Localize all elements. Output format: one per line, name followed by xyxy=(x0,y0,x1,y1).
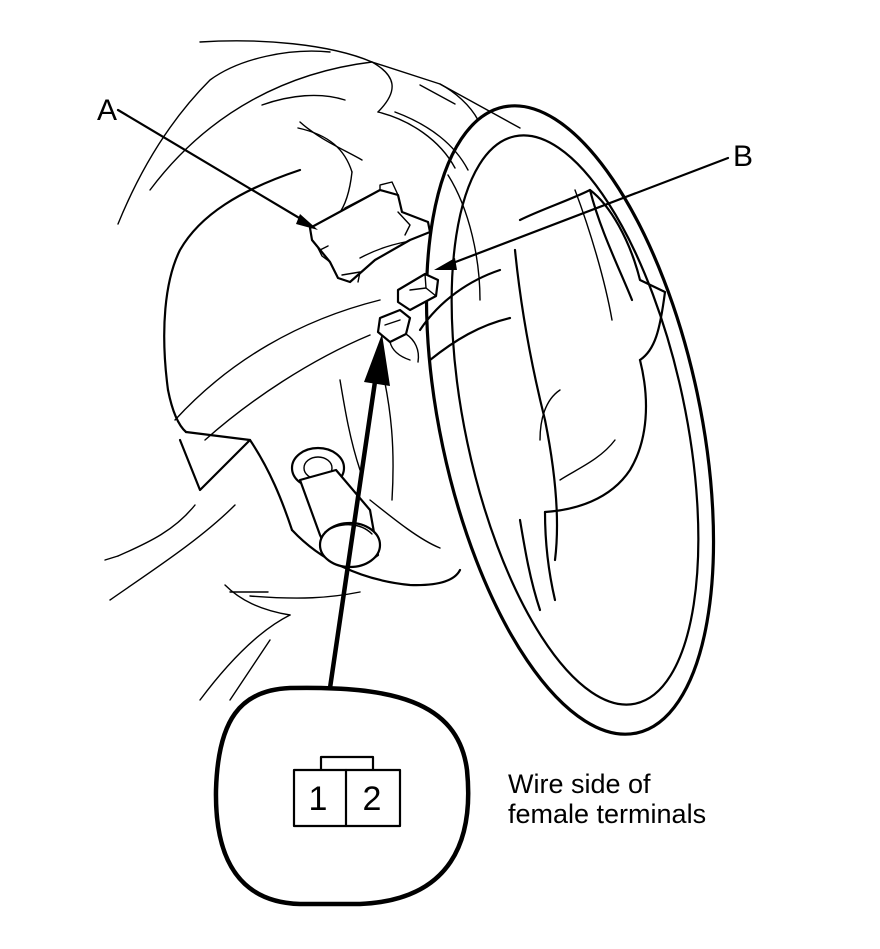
connector-face-inset: 1 2 xyxy=(213,685,471,907)
connector-pointer-arrow xyxy=(327,334,390,691)
knee-panel-linework xyxy=(104,504,291,701)
note-line-2: female terminals xyxy=(508,799,706,829)
connector-b xyxy=(396,272,440,312)
callout-b-leader xyxy=(434,156,730,270)
note-line-1: Wire side of xyxy=(508,769,651,799)
pin-2-label: 2 xyxy=(363,780,382,818)
callout-a-leader xyxy=(116,108,318,230)
connector-mating xyxy=(376,308,420,363)
callout-b-label: B xyxy=(733,140,753,173)
steering-wheel xyxy=(418,104,716,736)
pin-1-label: 1 xyxy=(309,780,328,818)
module-a xyxy=(308,181,432,284)
callout-a-label: A xyxy=(97,94,117,127)
ignition-cylinder xyxy=(290,446,382,569)
dashboard-linework xyxy=(117,40,521,225)
